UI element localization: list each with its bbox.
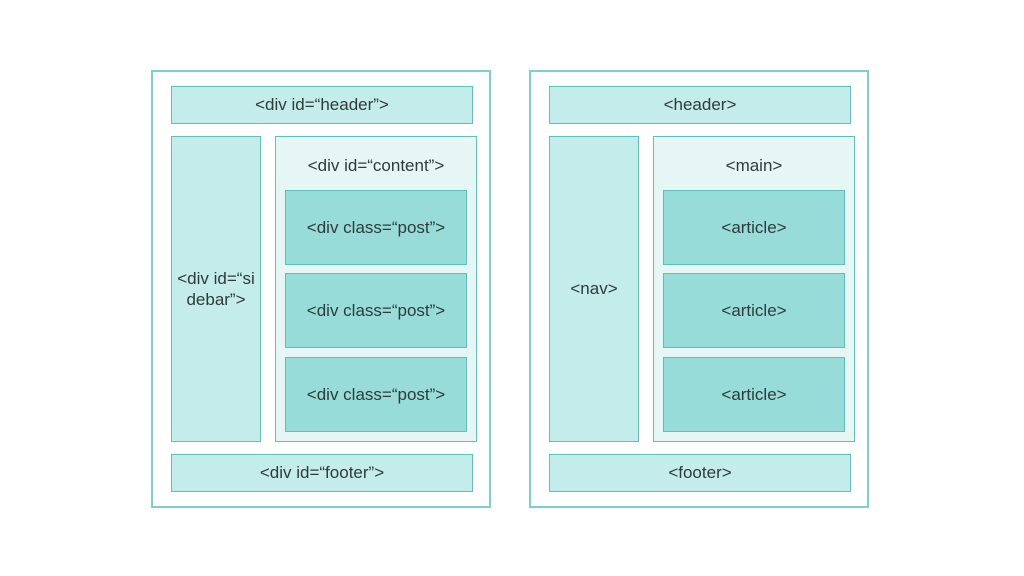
div-post-label: <div class=“post”> (306, 217, 446, 237)
div-post-label: <div class=“post”> (306, 384, 446, 404)
div-layout-panel: <div id=“header”> <div id=“sidebar”> <di… (151, 70, 491, 508)
semantic-header-box: <header> (549, 86, 851, 124)
semantic-nav-label: <nav> (570, 279, 618, 299)
div-footer-box: <div id=“footer”> (171, 454, 473, 492)
semantic-header-label: <header> (663, 95, 737, 115)
div-footer-label: <div id=“footer”> (259, 463, 385, 483)
semantic-layout-panel: <header> <nav> <main> <article> <article… (529, 70, 869, 508)
semantic-article-box: <article> (663, 190, 845, 265)
div-sidebar-box: <div id=“sidebar”> (171, 136, 261, 442)
semantic-footer-box: <footer> (549, 454, 851, 492)
semantic-main-label: <main> (725, 156, 783, 175)
semantic-article-label: <article> (721, 384, 787, 404)
div-post-box: <div class=“post”> (285, 190, 467, 265)
div-post-label: <div class=“post”> (306, 300, 446, 320)
semantic-article-label: <article> (721, 300, 787, 320)
div-sidebar-label: <div id=“sidebar”> (177, 268, 255, 309)
semantic-article-box: <article> (663, 273, 845, 348)
semantic-nav-box: <nav> (549, 136, 639, 442)
div-post-box: <div class=“post”> (285, 357, 467, 432)
div-post-box: <div class=“post”> (285, 273, 467, 348)
semantic-footer-label: <footer> (668, 463, 732, 483)
div-header-box: <div id=“header”> (171, 86, 473, 124)
div-header-label: <div id=“header”> (255, 95, 389, 115)
div-content-label: <div id=“content”> (307, 156, 445, 175)
semantic-article-box: <article> (663, 357, 845, 432)
semantic-article-label: <article> (721, 217, 787, 237)
